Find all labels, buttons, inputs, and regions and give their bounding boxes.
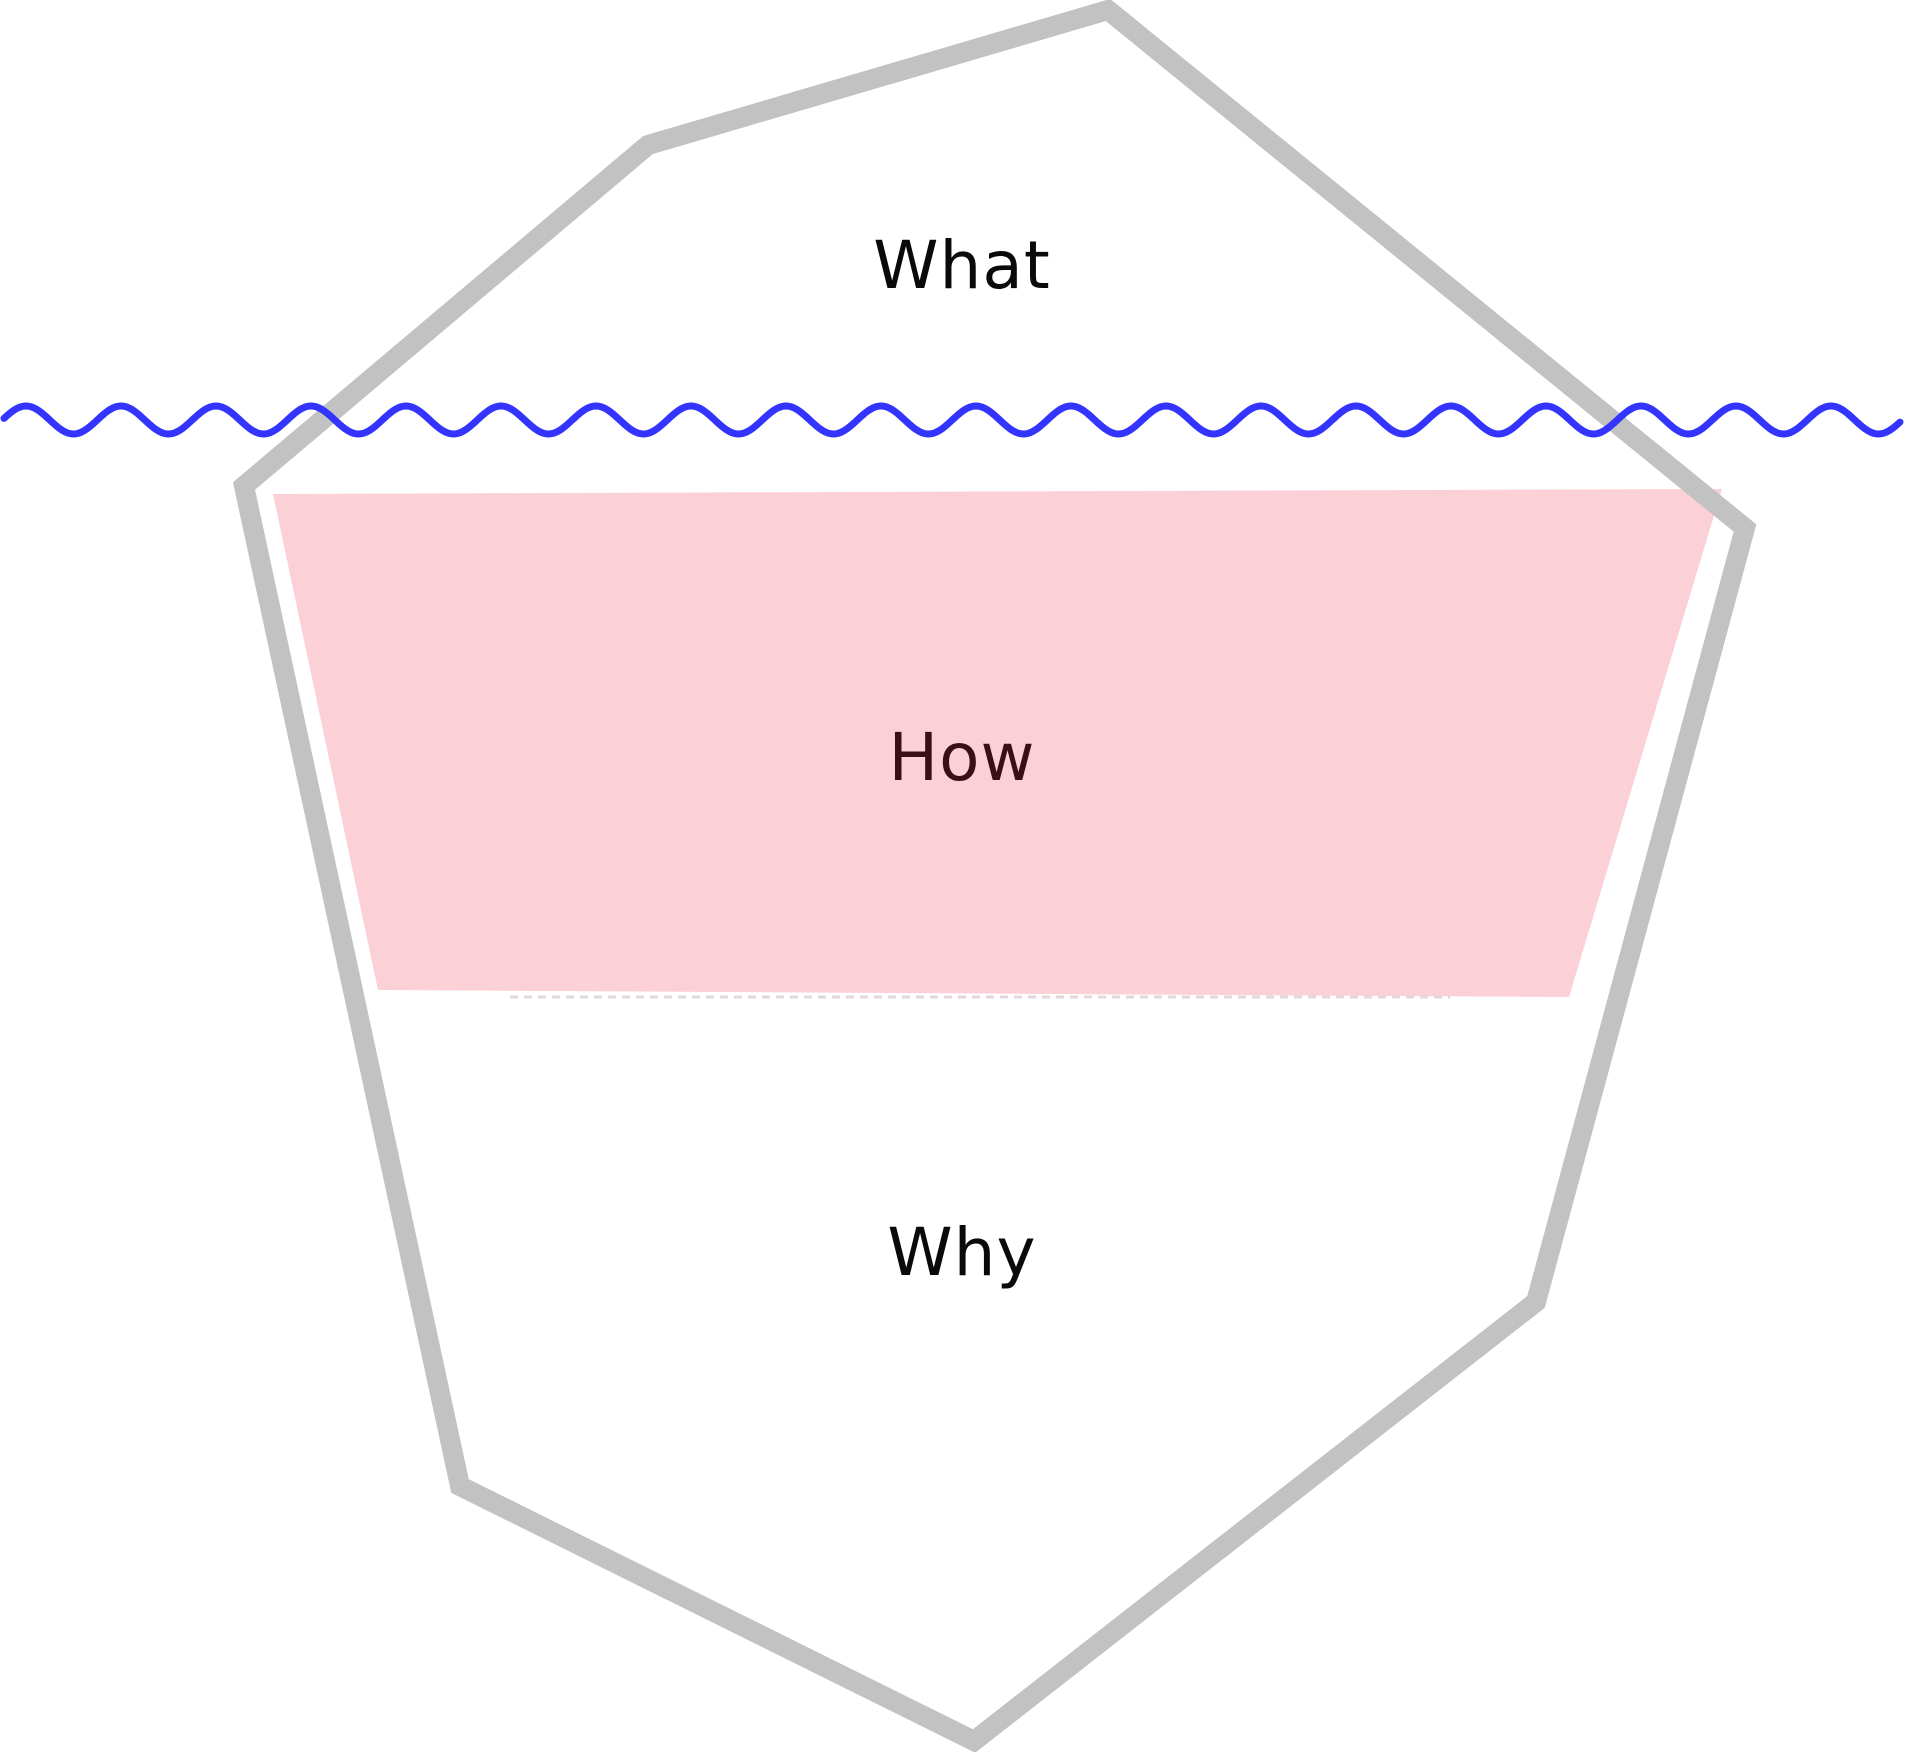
what-label: What <box>873 227 1050 304</box>
how-band <box>273 489 1722 997</box>
waterline-wave <box>0 402 1904 438</box>
how-label: How <box>889 719 1036 796</box>
iceberg-outline <box>232 0 1757 1752</box>
why-label: Why <box>887 1214 1036 1291</box>
